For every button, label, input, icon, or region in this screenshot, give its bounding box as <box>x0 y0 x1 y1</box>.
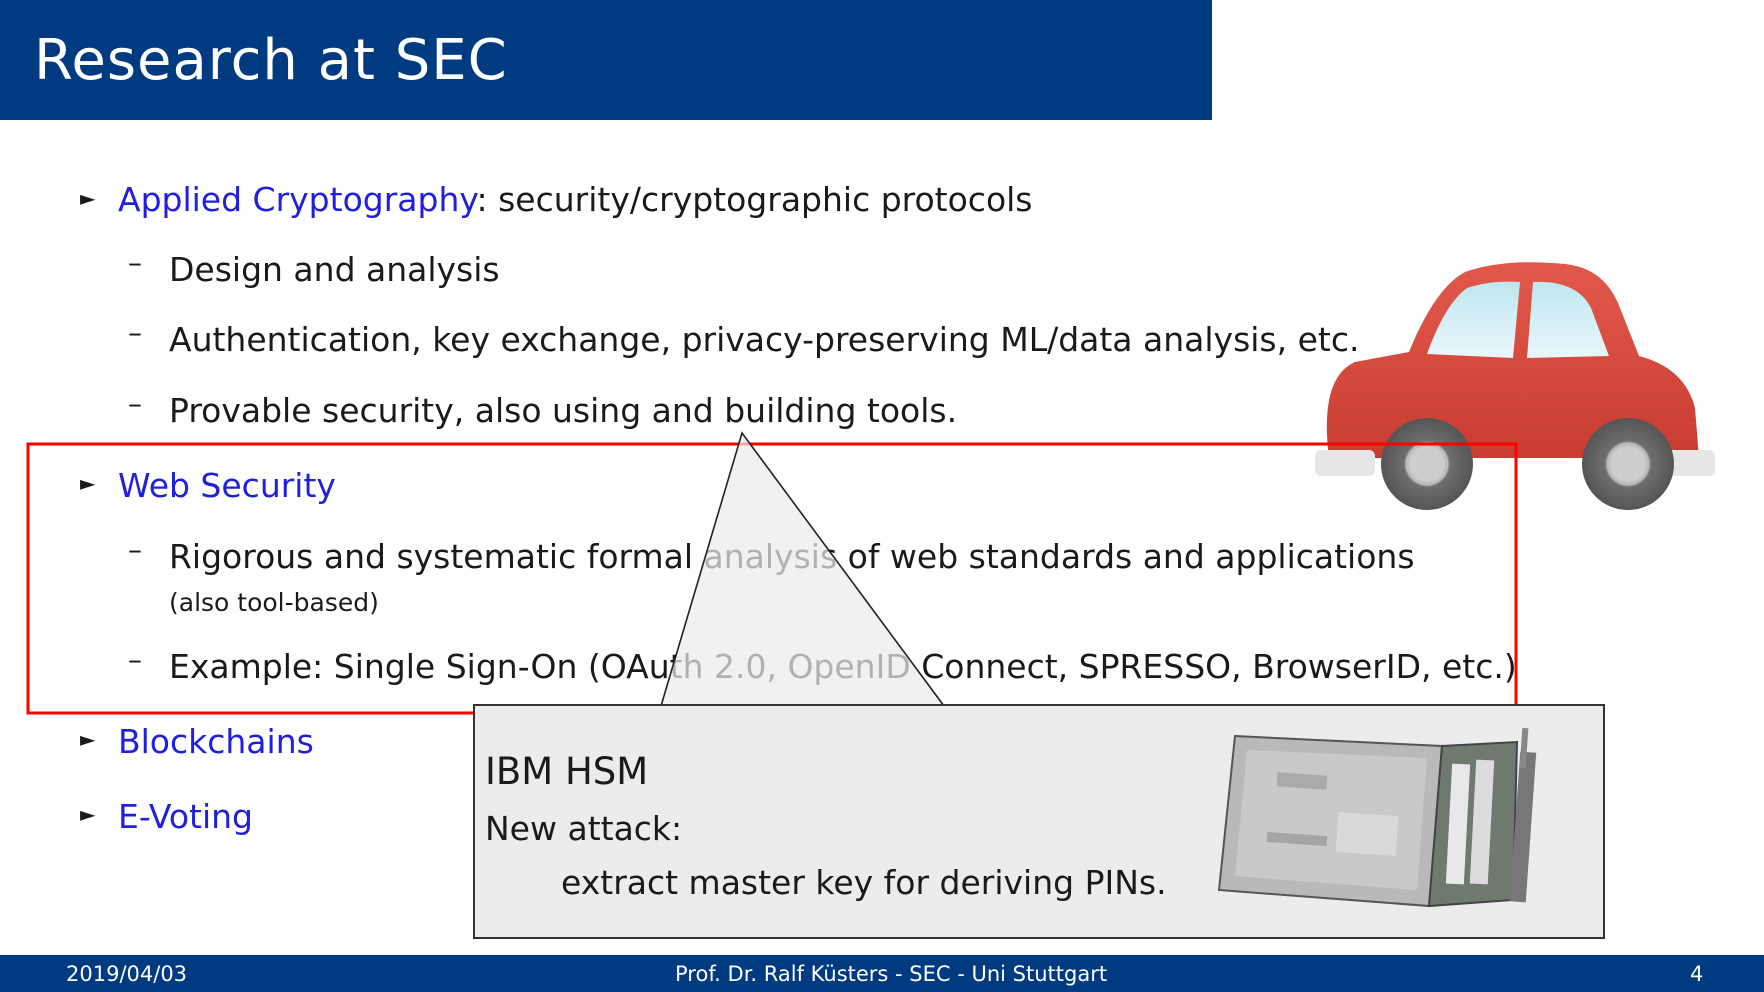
bullet-applied-crypto: Applied Cryptography: security/cryptogra… <box>118 180 1033 219</box>
sub-design-analysis: Design and analysis <box>169 250 500 289</box>
bullet-marker: ► <box>80 727 96 751</box>
car-icon <box>1315 262 1715 510</box>
footer-page-number: 4 <box>1690 962 1704 986</box>
callout-pointer <box>659 431 946 707</box>
sub-authentication: Authentication, key exchange, privacy-pr… <box>169 320 1360 359</box>
bullet-marker: ► <box>80 471 96 495</box>
sub-bullet-dash: – <box>128 316 142 349</box>
title-bar: Research at SEC <box>0 0 1212 120</box>
sub-provable-security: Provable security, also using and buildi… <box>169 391 958 430</box>
topic-e-voting[interactable]: E-Voting <box>118 797 253 836</box>
callout-line-1: New attack: <box>485 809 683 848</box>
sub-formal-analysis-note: (also tool-based) <box>169 588 379 617</box>
footer-author: Prof. Dr. Ralf Küsters - SEC - Uni Stutt… <box>675 962 1108 986</box>
hsm-callout: IBM HSM New attack: extract master key f… <box>473 704 1605 939</box>
topic-web-security[interactable]: Web Security <box>118 466 336 505</box>
slide-title: Research at SEC <box>34 28 508 93</box>
sub-bullet-dash: – <box>128 246 142 279</box>
bullet-marker: ► <box>80 186 96 210</box>
callout-line-2: extract master key for deriving PINs. <box>561 863 1167 902</box>
sub-bullet-dash: – <box>128 643 142 676</box>
hsm-card-image <box>1217 727 1537 908</box>
sub-bullet-dash: – <box>128 387 142 420</box>
footer-date: 2019/04/03 <box>66 962 188 986</box>
footer-bar: 2019/04/03 Prof. Dr. Ralf Küsters - SEC … <box>0 955 1764 992</box>
topic-blockchains[interactable]: Blockchains <box>118 722 314 761</box>
bullet-applied-crypto-rest: : security/cryptographic protocols <box>476 180 1033 219</box>
sub-bullet-dash: – <box>128 533 142 566</box>
bullet-marker: ► <box>80 802 96 826</box>
callout-title: IBM HSM <box>485 750 649 793</box>
topic-applied-crypto[interactable]: Applied Cryptography <box>118 180 477 219</box>
